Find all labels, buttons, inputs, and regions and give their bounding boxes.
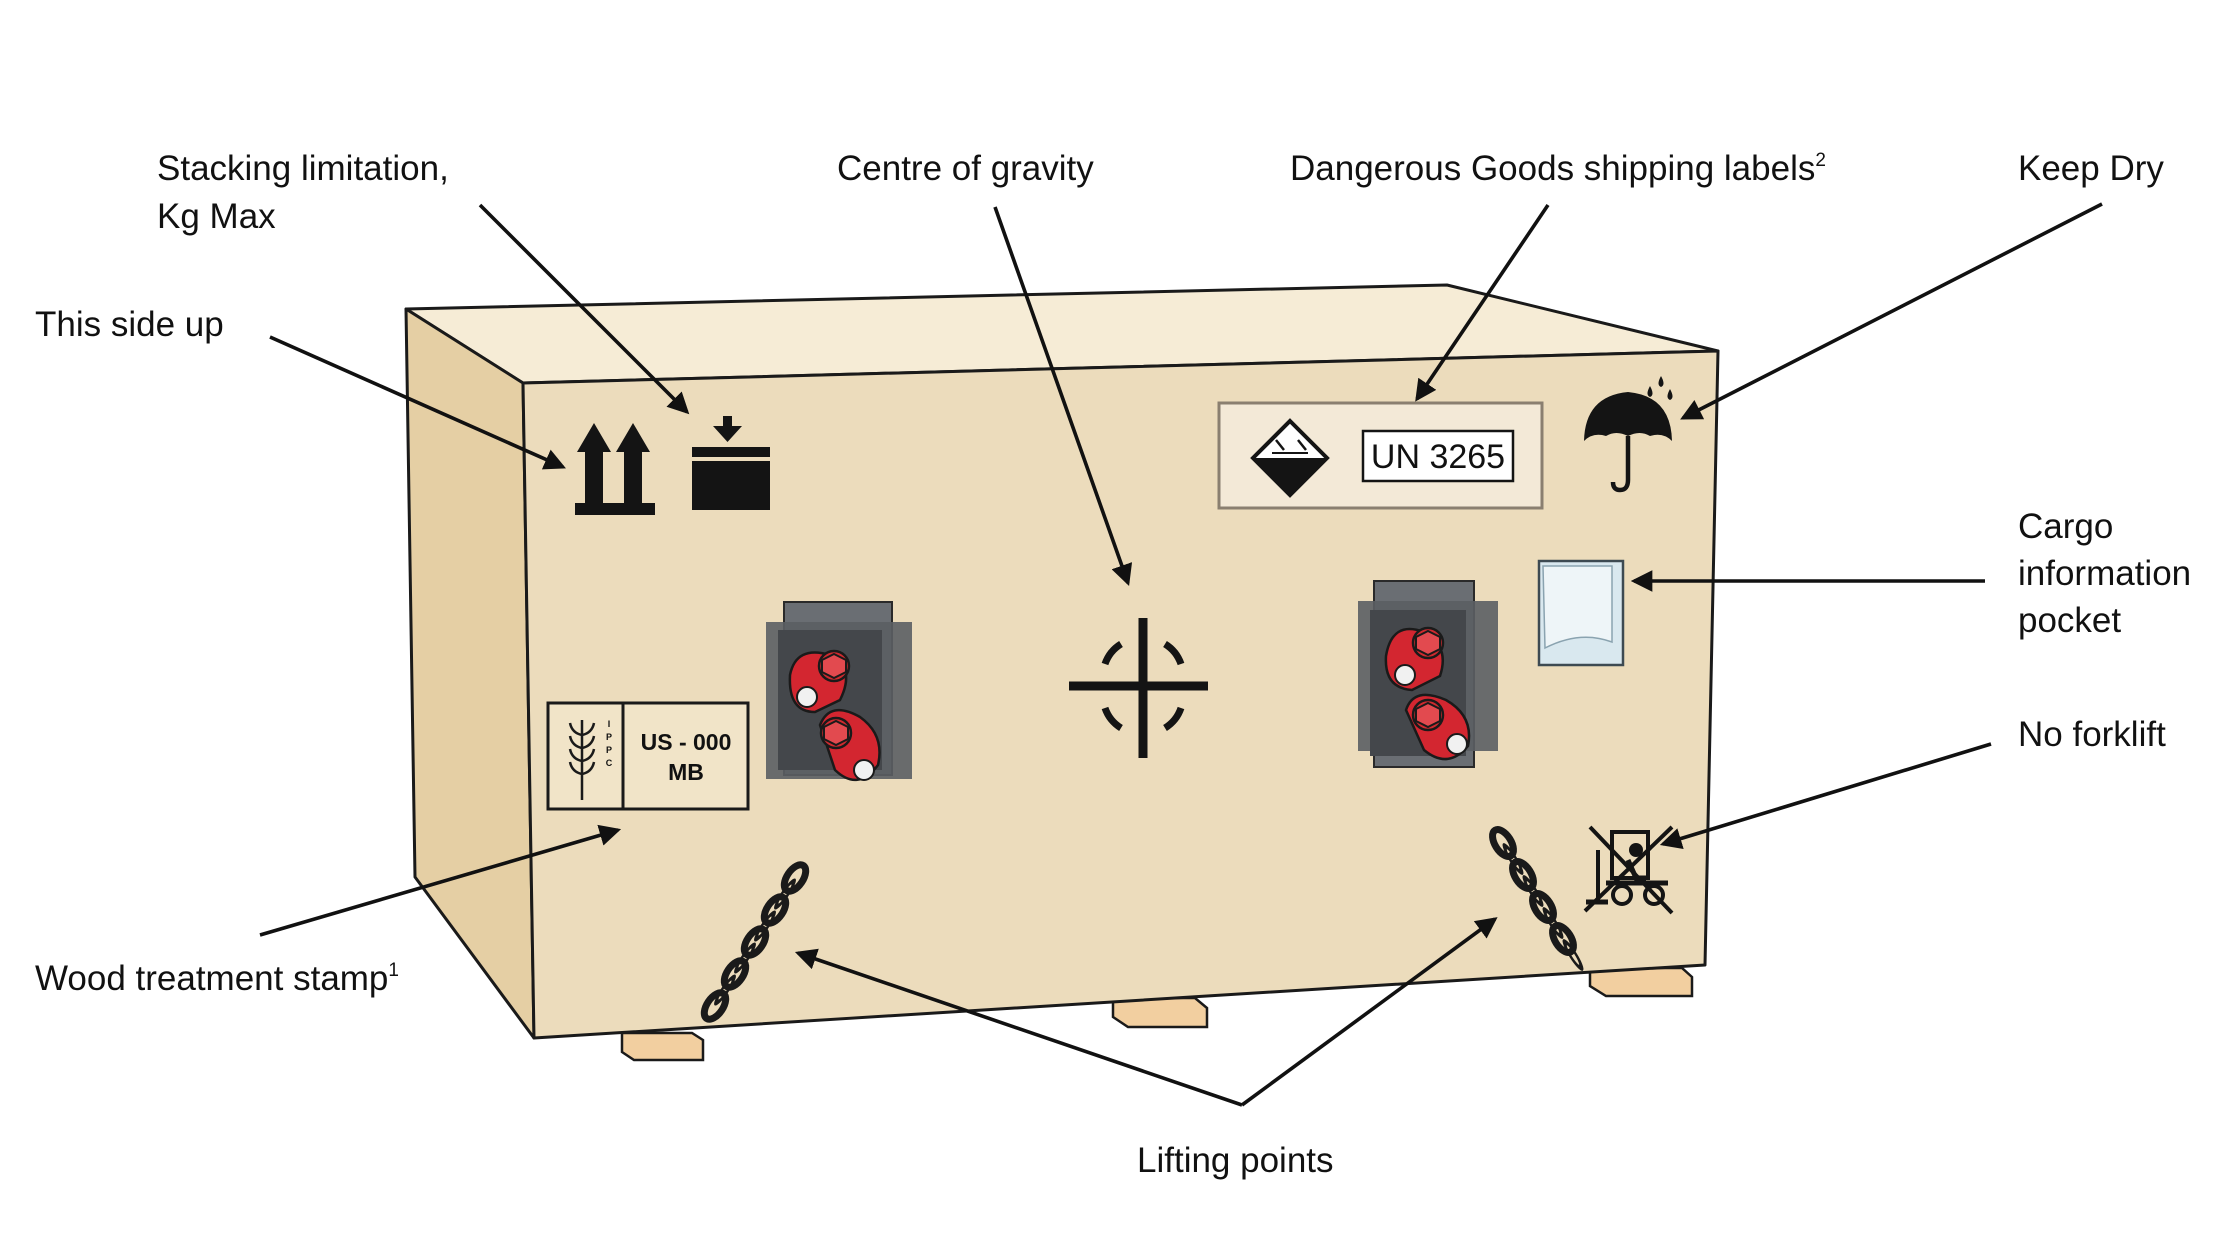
- crate-side-face: [404, 307, 536, 1040]
- lifting-lug-icon: [818, 708, 881, 781]
- stamp-code-suffix: MB: [668, 759, 704, 785]
- label-this-side-up: This side up: [35, 305, 224, 344]
- label-cargo-pocket-line3: pocket: [2018, 601, 2121, 640]
- lifting-lug-icon: [1404, 693, 1471, 761]
- wood-treatment-stamp: I P P C US - 000 MB: [546, 701, 750, 811]
- lifting-lug-left: [766, 601, 912, 781]
- no-forklift-icon: [1583, 825, 1674, 915]
- ippc-letter: I: [608, 719, 611, 729]
- label-no-forklift: No forklift: [2018, 715, 2166, 754]
- stamp-code: US - 000: [641, 729, 732, 755]
- dangerous-goods-label: UN 3265: [1217, 401, 1544, 510]
- cargo-pocket-icon: [1537, 559, 1625, 667]
- lifting-lug-icon: [788, 649, 851, 714]
- label-stacking-limitation: Stacking limitation,: [157, 149, 449, 188]
- label-dangerous-goods-text: Dangerous Goods shipping labels: [1290, 149, 1815, 188]
- leader-this-side-up: [269, 335, 566, 470]
- lifting-lug-right: [1358, 580, 1498, 768]
- label-wood-treatment-text: Wood treatment stamp: [35, 959, 388, 998]
- centre-of-gravity-icon: [1069, 618, 1208, 758]
- label-cargo-pocket-line2: information: [2018, 554, 2191, 593]
- label-keep-dry: Keep Dry: [2018, 149, 2164, 188]
- ippc-letter: P: [606, 745, 612, 755]
- label-cargo-pocket: Cargo: [2018, 507, 2113, 546]
- stacking-limitation-icon: [692, 416, 770, 510]
- crate-front-face: [521, 349, 1720, 1040]
- leader-keep-dry: [1680, 202, 2103, 420]
- leader-stacking-limitation: [478, 203, 690, 415]
- un-number-box: [1361, 429, 1515, 483]
- label-stacking-limitation-kg-max: Kg Max: [157, 197, 276, 236]
- label-wood-treatment: Wood treatment stamp1: [35, 959, 399, 998]
- this-side-up-icon: [575, 423, 655, 515]
- keep-dry-umbrella-icon: [1584, 376, 1673, 493]
- ippc-letter: P: [606, 732, 612, 742]
- leader-centre-of-gravity: [993, 206, 1133, 587]
- leader-lifting-point-left: [794, 948, 1243, 1107]
- wooden-crate: [404, 283, 1720, 1040]
- callout-labels: Stacking limitation, Kg Max Centre of gr…: [35, 149, 2191, 1180]
- lifting-lug-icon: [1384, 626, 1445, 692]
- leader-dangerous-goods: [1415, 203, 1550, 402]
- label-lifting-points: Lifting points: [1137, 1141, 1334, 1180]
- label-dangerous-goods: Dangerous Goods shipping labels2: [1290, 149, 1826, 188]
- ippc-wheat-icon: [568, 720, 596, 800]
- label-centre-of-gravity: Centre of gravity: [837, 149, 1094, 188]
- ippc-letter: C: [606, 758, 613, 768]
- leader-lines: [259, 202, 2103, 1107]
- un-number: UN 3265: [1371, 438, 1505, 476]
- footnote-2: 2: [1815, 150, 1826, 171]
- corrosive-hazard-icon: [1250, 418, 1330, 498]
- footnote-1: 1: [388, 960, 399, 981]
- leader-wood-treatment: [259, 824, 622, 937]
- leader-no-forklift: [1659, 742, 1992, 849]
- leader-lifting-point-right: [1240, 917, 1498, 1107]
